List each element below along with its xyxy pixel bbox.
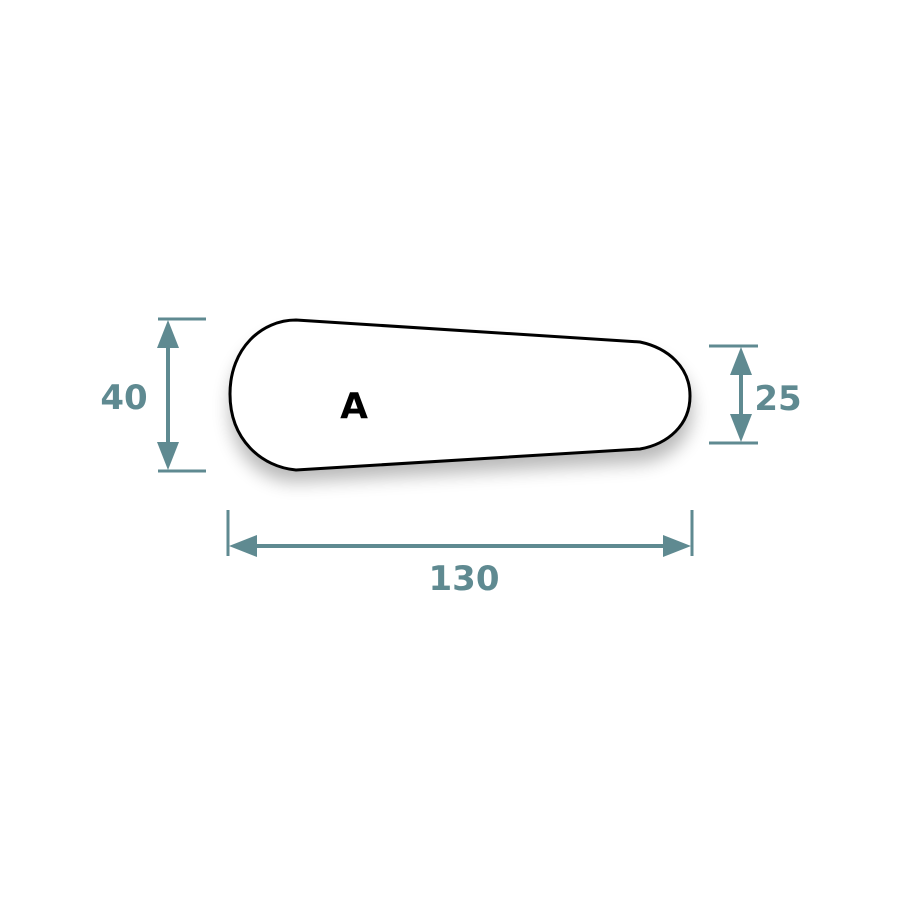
height-right-value: 25 [754, 379, 801, 419]
height-right-arrow-top [730, 347, 752, 375]
length-arrow-left [229, 535, 257, 557]
handle-outline [228, 318, 692, 472]
length-arrow-right [663, 535, 691, 557]
height-left-arrow-top [157, 320, 179, 348]
height-right-dimension: 25 [709, 344, 802, 445]
shape-label: A [340, 386, 368, 427]
length-value: 130 [429, 559, 500, 599]
height-left-arrow-bottom [157, 442, 179, 470]
height-right-arrow-bottom [730, 414, 752, 442]
length-dimension: 130 [226, 510, 694, 599]
height-left-value: 40 [100, 378, 147, 418]
height-left-dimension: 40 [100, 317, 206, 473]
